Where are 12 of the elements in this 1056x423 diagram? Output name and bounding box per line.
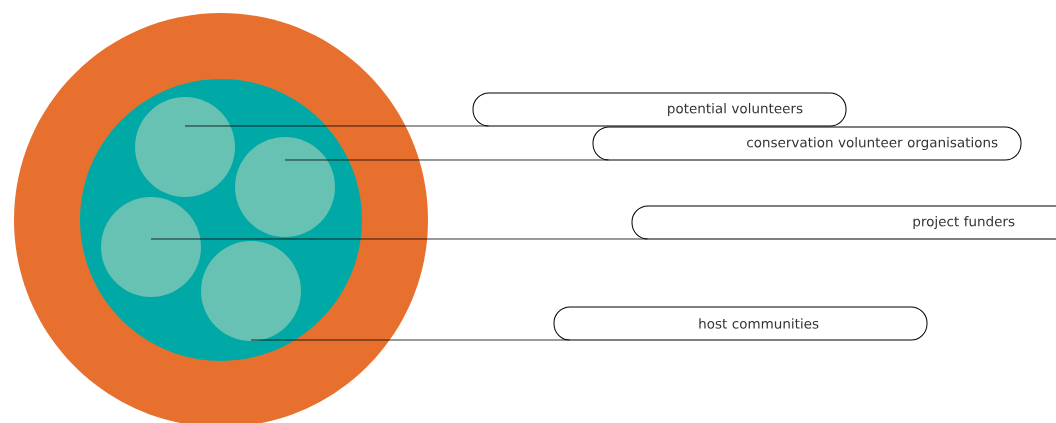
- label-pill: host communities: [553, 306, 928, 341]
- leader-line: [150, 238, 648, 240]
- label-pill: project funders: [631, 205, 1056, 240]
- label-pill: potential volunteers: [472, 92, 847, 127]
- leader-line: [184, 125, 489, 127]
- small-circle: [235, 137, 335, 237]
- leader-line: [250, 339, 570, 341]
- small-circle: [101, 197, 201, 297]
- small-circle: [135, 97, 235, 197]
- leader-line: [284, 159, 609, 161]
- small-circle: [201, 241, 301, 341]
- label-pill: conservation volunteer organisations: [592, 126, 1022, 161]
